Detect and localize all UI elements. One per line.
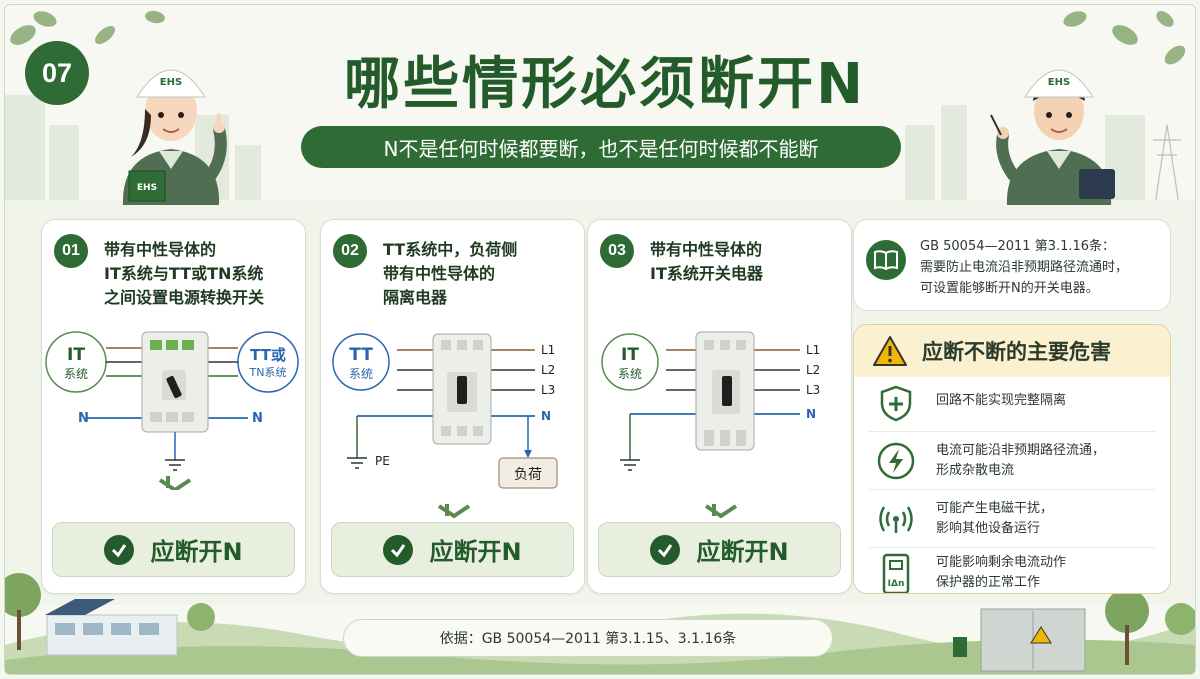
hazard-text: 电流可能沿非预期路径流通， 形成杂散电流: [936, 443, 1106, 478]
source-label: IT: [621, 345, 639, 365]
switch-diagram: TT 系统 L1 L2 L3 N PE: [332, 333, 558, 519]
result-label: 应断开N: [150, 538, 243, 566]
basis-footer: 依据：GB 50054—2011 第3.1.15、3.1.16条: [343, 619, 833, 657]
hazard-item: 回路不能实现完整隔离: [854, 377, 1170, 427]
pe-label: PE: [375, 454, 390, 468]
line-label: L1: [541, 343, 555, 357]
helmet-label: EHS: [160, 77, 182, 88]
warning-icon: [873, 336, 907, 366]
slide: 07 哪些情形必须断开N N不是任何时候都要断，也不是任何时候都不能断 EHS …: [4, 4, 1196, 675]
source-label: 系统: [618, 367, 642, 381]
line-label: L3: [806, 383, 820, 397]
line-label: L2: [806, 363, 820, 377]
result-badge: 应断开N: [331, 522, 574, 577]
hazards-header: 应断不断的主要危害: [854, 325, 1170, 377]
load-label: 负荷: [514, 467, 542, 483]
check-icon: [383, 534, 414, 565]
neutral-label: N: [78, 411, 89, 426]
target-label: TT或: [250, 346, 286, 364]
rcd-device-icon: IΔn: [882, 553, 910, 593]
result-badge: 应断开N: [52, 522, 295, 577]
case-number: 02: [333, 234, 367, 268]
check-icon: [104, 534, 135, 565]
male-engineer-illustration: EHS: [990, 69, 1115, 205]
case-title: TT系统中，负荷侧 带有中性导体的 隔离电器: [383, 240, 518, 307]
switch-diagram: IT 系统 TT或 TN系统 N N: [45, 331, 299, 490]
section-number-badge: 07: [25, 41, 89, 105]
line-label: N: [541, 409, 551, 423]
page-title: 哪些情形必须断开N: [344, 52, 866, 117]
source-label: TT: [349, 345, 373, 365]
reference-text: GB 50054—2011 第3.1.16条： 需要防止电流沿非预期路径流通时，…: [920, 239, 1129, 296]
case-number: 03: [600, 234, 634, 268]
case-card-1: 01 带有中性导体的 IT系统与TT或TN系统 之间设置电源转换开关 IT 系统…: [41, 219, 306, 594]
page-subtitle: N不是任何时候都要断，也不是任何时候都不能断: [301, 126, 901, 168]
clipboard-label: EHS: [137, 183, 157, 193]
case-title: 带有中性导体的 IT系统与TT或TN系统 之间设置电源转换开关: [104, 240, 265, 307]
hazard-item: 电流可能沿非预期路径流通， 形成杂散电流: [854, 435, 1170, 485]
source-label: IT: [67, 345, 85, 365]
line-label: L3: [541, 383, 555, 397]
reference-card: GB 50054—2011 第3.1.16条： 需要防止电流沿非预期路径流通时，…: [853, 219, 1171, 311]
case-card-2: 02 TT系统中，负荷侧 带有中性导体的 隔离电器 TT 系统 L1 L2 L3…: [320, 219, 585, 594]
line-label: N: [806, 407, 816, 421]
neutral-label: N: [252, 411, 263, 426]
hazard-text: 回路不能实现完整隔离: [936, 393, 1067, 408]
result-badge: 应断开N: [598, 522, 841, 577]
result-label: 应断开N: [429, 538, 522, 566]
case-number: 01: [54, 234, 88, 268]
shield-plus-icon: [880, 385, 912, 422]
hazard-text: 可能产生电磁干扰， 影响其他设备运行: [936, 501, 1054, 536]
helmet-label: EHS: [1048, 77, 1070, 88]
switch-diagram: IT 系统 L1 L2 L3 N: [601, 331, 820, 519]
lightning-icon: [877, 442, 915, 480]
check-icon: [650, 534, 681, 565]
hazard-text: 可能影响剩余电流动作 保护器的正常工作: [936, 555, 1067, 590]
hazard-item: 可能产生电磁干扰， 影响其他设备运行: [854, 493, 1170, 543]
signal-waves-icon: [879, 506, 913, 533]
rcd-label: IΔn: [888, 579, 905, 589]
hazard-item: IΔn 可能影响剩余电流动作 保护器的正常工作: [854, 547, 1170, 593]
source-label: 系统: [64, 367, 88, 381]
female-engineer-illustration: EHS EHS: [122, 69, 227, 205]
book-icon: [866, 240, 906, 280]
line-label: L1: [806, 343, 820, 357]
hazards-card: 应断不断的主要危害 回路不能实现完整隔离 电流可能沿非预期路径流通， 形成杂散电…: [853, 324, 1171, 594]
target-label: TN系统: [249, 366, 287, 379]
case-title: 带有中性导体的 IT系统开关电器: [650, 240, 763, 283]
hazards-title: 应断不断的主要危害: [922, 340, 1111, 364]
line-label: L2: [541, 363, 555, 377]
case-card-3: 03 带有中性导体的 IT系统开关电器 IT 系统 L1 L2 L3 N: [587, 219, 852, 594]
result-label: 应断开N: [696, 538, 789, 566]
source-label: 系统: [349, 367, 373, 381]
